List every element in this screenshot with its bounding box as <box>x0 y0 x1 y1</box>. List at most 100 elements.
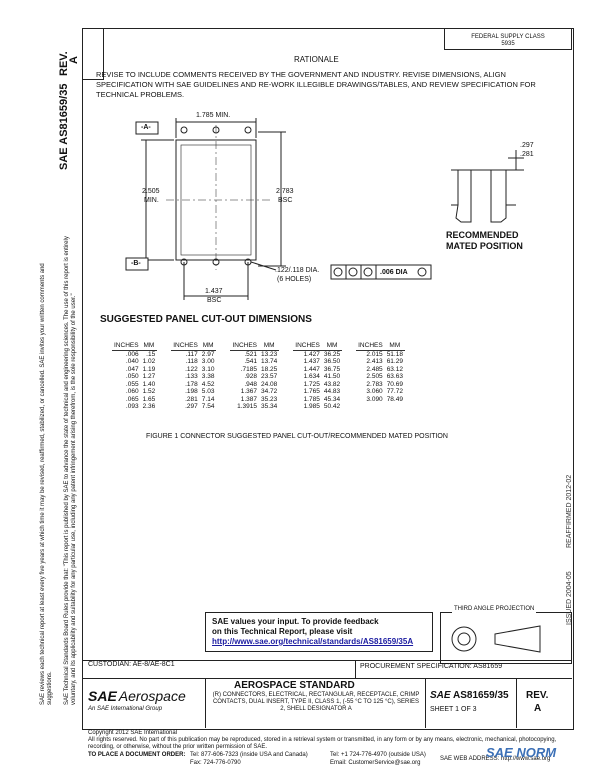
table-cell: .541 <box>244 358 257 365</box>
procurement: PROCUREMENT SPECIFICATION: AS81659 <box>360 663 503 670</box>
table-cell: 3.00 <box>201 358 215 365</box>
rev-box <box>82 28 104 80</box>
order-label: TO PLACE A DOCUMENT ORDER: <box>88 752 186 758</box>
fax: Fax: 724-776-0790 <box>190 760 241 766</box>
table-cell: 7.14 <box>201 395 215 403</box>
table-cell: 1.765 <box>303 388 320 395</box>
reaffirmed-text: REAFFIRMED 2012-02 <box>566 474 573 548</box>
holes-note-2: (6 HOLES) <box>277 276 312 283</box>
table-cell: .050 <box>125 373 139 380</box>
dim-bottom-2: BSC <box>207 297 222 304</box>
holes-note-1: .122/.118 DIA. <box>275 267 320 274</box>
table-cell: 2.413 <box>366 358 383 365</box>
table-header: MM <box>321 342 343 351</box>
mated-position-drawing <box>451 150 524 223</box>
table-cell: 1.65 <box>142 395 156 403</box>
table-cell: .15 <box>146 350 156 358</box>
table-cell: 1.725 <box>303 380 320 388</box>
table-cell: .198 <box>185 388 198 395</box>
table-cell: .040 <box>125 358 139 365</box>
mounting-hole <box>212 126 220 134</box>
table-cell: 2.36 <box>142 403 156 410</box>
table-cell: 4.52 <box>201 380 215 388</box>
table-cell: 1.985 <box>303 403 320 410</box>
table-header: INCHES <box>293 342 322 351</box>
federal-supply-box: FEDERAL SUPPLY CLASS 5935 <box>444 28 572 50</box>
table-cell: 13.74 <box>261 358 278 365</box>
title-rev-label: REV. <box>526 690 549 701</box>
doc-vertical-number: AS81659/35 <box>58 83 70 145</box>
table-cell: 1.427 <box>303 350 320 358</box>
figure-caption: FIGURE 1 CONNECTOR SUGGESTED PANEL CUT-O… <box>146 433 448 440</box>
notice-line-4: suggestions. <box>47 671 53 705</box>
rev-value: A <box>68 56 80 64</box>
doc-no: AS81659/35 <box>452 690 509 701</box>
dim-left-1: 2.505 <box>142 188 160 195</box>
table-cell: .297 <box>185 403 198 410</box>
rights-text: All rights reserved. No part of this pub… <box>88 737 557 750</box>
table-cell: .133 <box>185 373 198 380</box>
datum-b: -B- <box>131 260 141 267</box>
table-header: INCHES <box>356 342 385 351</box>
table-cell: 3.38 <box>201 373 215 380</box>
standard-desc: (R) CONNECTORS, ELECTRICAL, RECTANGULAR,… <box>212 692 420 712</box>
table-cell: 2.783 <box>366 380 383 388</box>
table-cell: 1.367 <box>240 388 257 395</box>
table-cell: 13.23 <box>261 350 278 358</box>
cutout-table: INCHES MM INCHES MM INCHES MM INCHES MM … <box>112 342 405 411</box>
table-cell: 51.18 <box>386 350 403 358</box>
rationale-body: REVISE TO INCLUDE COMMENTS RECEIVED BY T… <box>96 70 536 99</box>
dim-left-2: MIN. <box>144 197 159 204</box>
table-cell: .521 <box>244 350 257 358</box>
table-cell: 2.97 <box>201 350 215 358</box>
table-cell: 24.08 <box>261 380 278 388</box>
notice-line-2: voluntary, and its applicability and sui… <box>71 293 77 705</box>
table-cell: 35.34 <box>261 403 278 410</box>
table-cell: 50.42 <box>323 403 341 410</box>
table-cell: 1.27 <box>142 373 156 380</box>
table-cell: 23.57 <box>261 373 278 380</box>
table-cell: 41.50 <box>323 373 341 380</box>
web-address[interactable]: SAE WEB ADDRESS: http://www.sae.org <box>440 756 551 762</box>
table-cell: 3.090 <box>366 395 383 403</box>
projection-label: THIRD ANGLE PROJECTION <box>452 606 537 613</box>
table-header: INCHES <box>171 342 200 351</box>
feedback-line-1: SAE values your input. To provide feedba… <box>212 617 379 626</box>
table-cell <box>385 403 405 411</box>
copyright: Copyright 2012 SAE International <box>88 730 178 736</box>
title-rev-value: A <box>534 703 542 714</box>
table-cell: 3.060 <box>366 388 383 395</box>
table-cell: 63.63 <box>386 373 403 380</box>
table-cell: 36.25 <box>323 350 341 358</box>
dim-top: 1.785 MIN. <box>196 112 231 119</box>
notice-line-1: SAE Technical Standards Board Rules prov… <box>64 236 70 705</box>
datum-a: -A- <box>141 124 151 131</box>
projection-symbol <box>451 625 541 653</box>
table-cell: 43.82 <box>323 380 341 388</box>
table-cell: .006 <box>125 350 139 358</box>
table-cell: 2.015 <box>366 350 383 358</box>
table-cell: .118 <box>185 358 198 365</box>
table-cell: 78.49 <box>386 395 403 403</box>
feedback-box: SAE values your input. To provide feedba… <box>205 612 433 652</box>
sheet-number: SHEET 1 OF 3 <box>430 706 477 713</box>
table-cell: 44.83 <box>323 388 341 395</box>
tel-usa: Tel: 877-606-7323 (inside USA and Canada… <box>190 752 308 758</box>
table-cell: 36.50 <box>323 358 341 365</box>
table-cell: .122 <box>185 365 198 373</box>
rationale-title: RATIONALE <box>294 55 339 64</box>
feedback-link[interactable]: http://www.sae.org/technical/standards/A… <box>212 637 414 646</box>
doc-number: SAE AS81659/35 <box>430 690 509 701</box>
table-cell: 77.72 <box>386 388 403 395</box>
table-cell: 1.3915 <box>237 403 257 410</box>
page-frame <box>82 28 574 730</box>
table-header: MM <box>140 342 158 351</box>
custodian: CUSTODIAN: AE-8/AE-8C1 <box>88 661 175 668</box>
table-header: MM <box>259 342 280 351</box>
table-cell: 3.10 <box>201 365 215 373</box>
